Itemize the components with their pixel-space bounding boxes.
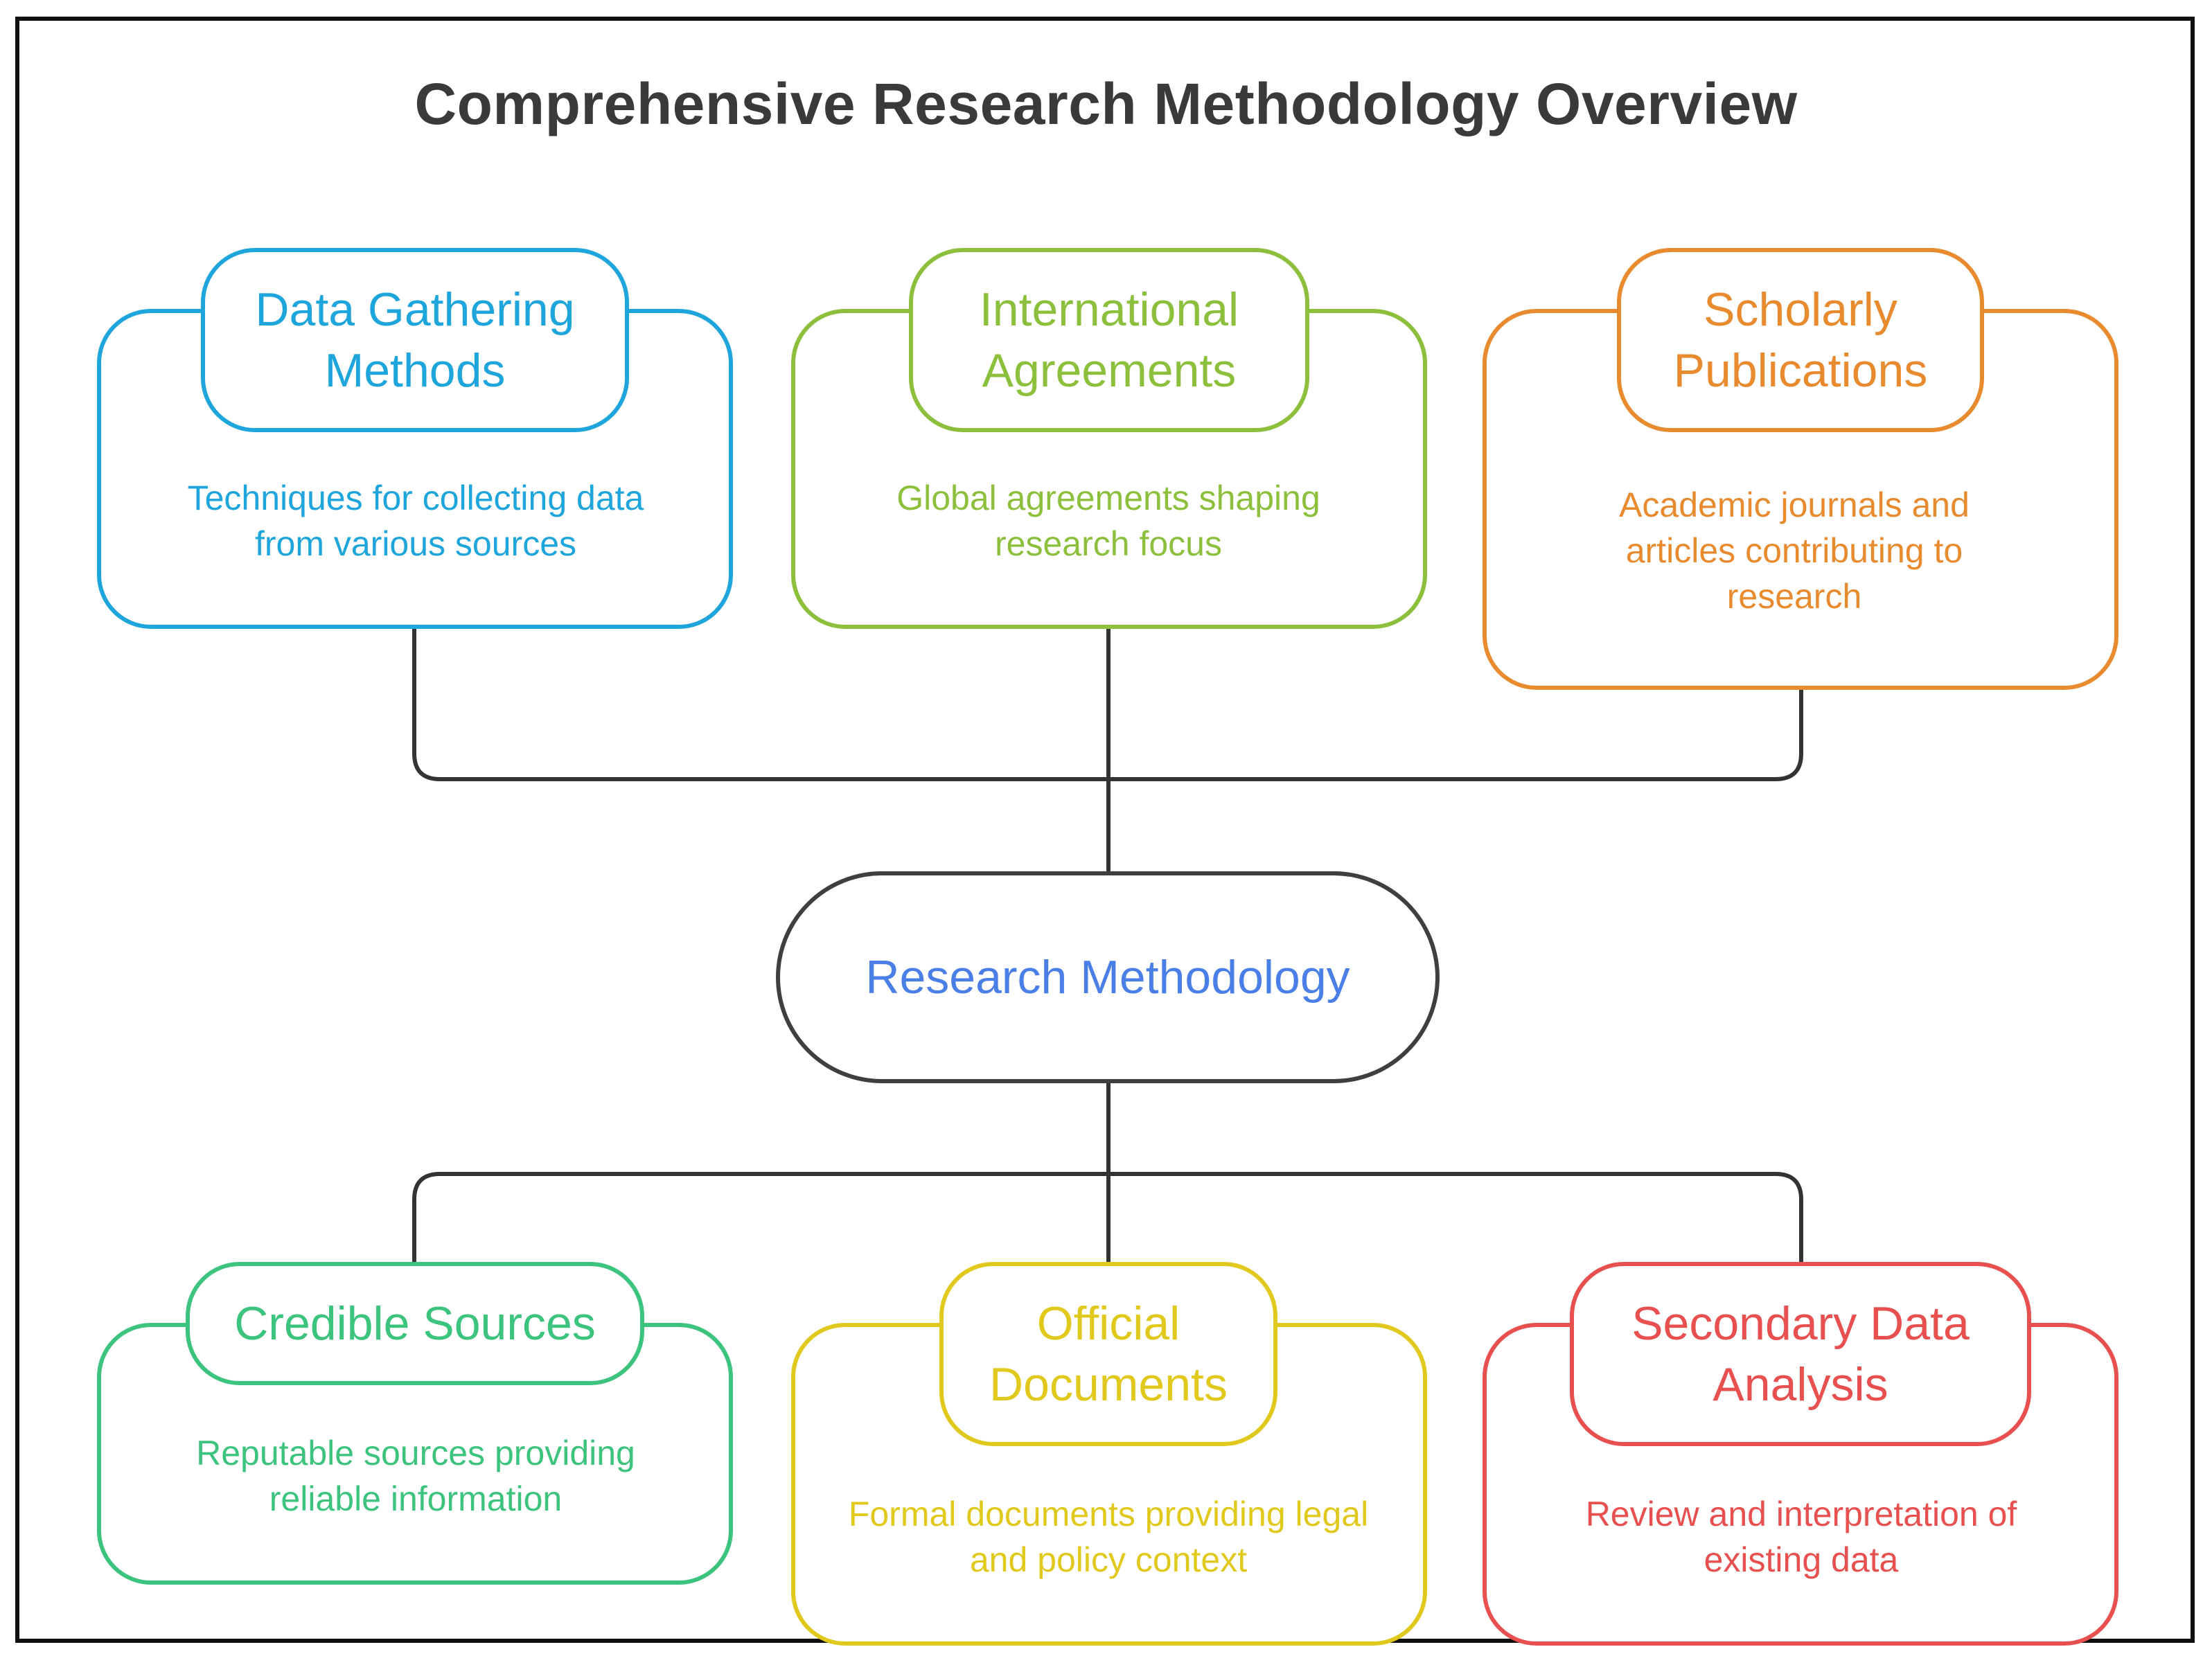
node-desc-data-gathering: Techniques for collecting data from vari… (187, 479, 644, 563)
node-desc-scholarly-publications: Academic journals and articles contribut… (1619, 486, 1970, 616)
node-title-official-documents[interactable]: Official Documents (939, 1262, 1277, 1446)
connector-top-left (412, 625, 1111, 781)
node-desc-official-documents: Formal documents providing legal and pol… (848, 1495, 1369, 1579)
node-title-scholarly-publications[interactable]: Scholarly Publications (1617, 248, 1984, 432)
node-desc-secondary-data-analysis: Review and interpretation of existing da… (1585, 1495, 2017, 1579)
node-desc-international-agreements: Global agreements shaping research focus (896, 479, 1320, 563)
node-desc-credible-sources: Reputable sources providing reliable inf… (196, 1434, 635, 1518)
connector-bottom-right (1106, 1172, 1803, 1266)
connector-top-right (1106, 687, 1803, 781)
node-title-data-gathering[interactable]: Data Gathering Methods (201, 248, 629, 432)
node-title-international-agreements[interactable]: International Agreements (909, 248, 1309, 432)
diagram-title: Comprehensive Research Methodology Overv… (414, 71, 1798, 136)
connector-bottom-left (412, 1172, 1111, 1266)
node-title-secondary-data-analysis[interactable]: Secondary Data Analysis (1570, 1262, 2031, 1446)
node-title-credible-sources[interactable]: Credible Sources (186, 1262, 644, 1385)
center-node-research-methodology[interactable]: Research Methodology (776, 871, 1440, 1083)
